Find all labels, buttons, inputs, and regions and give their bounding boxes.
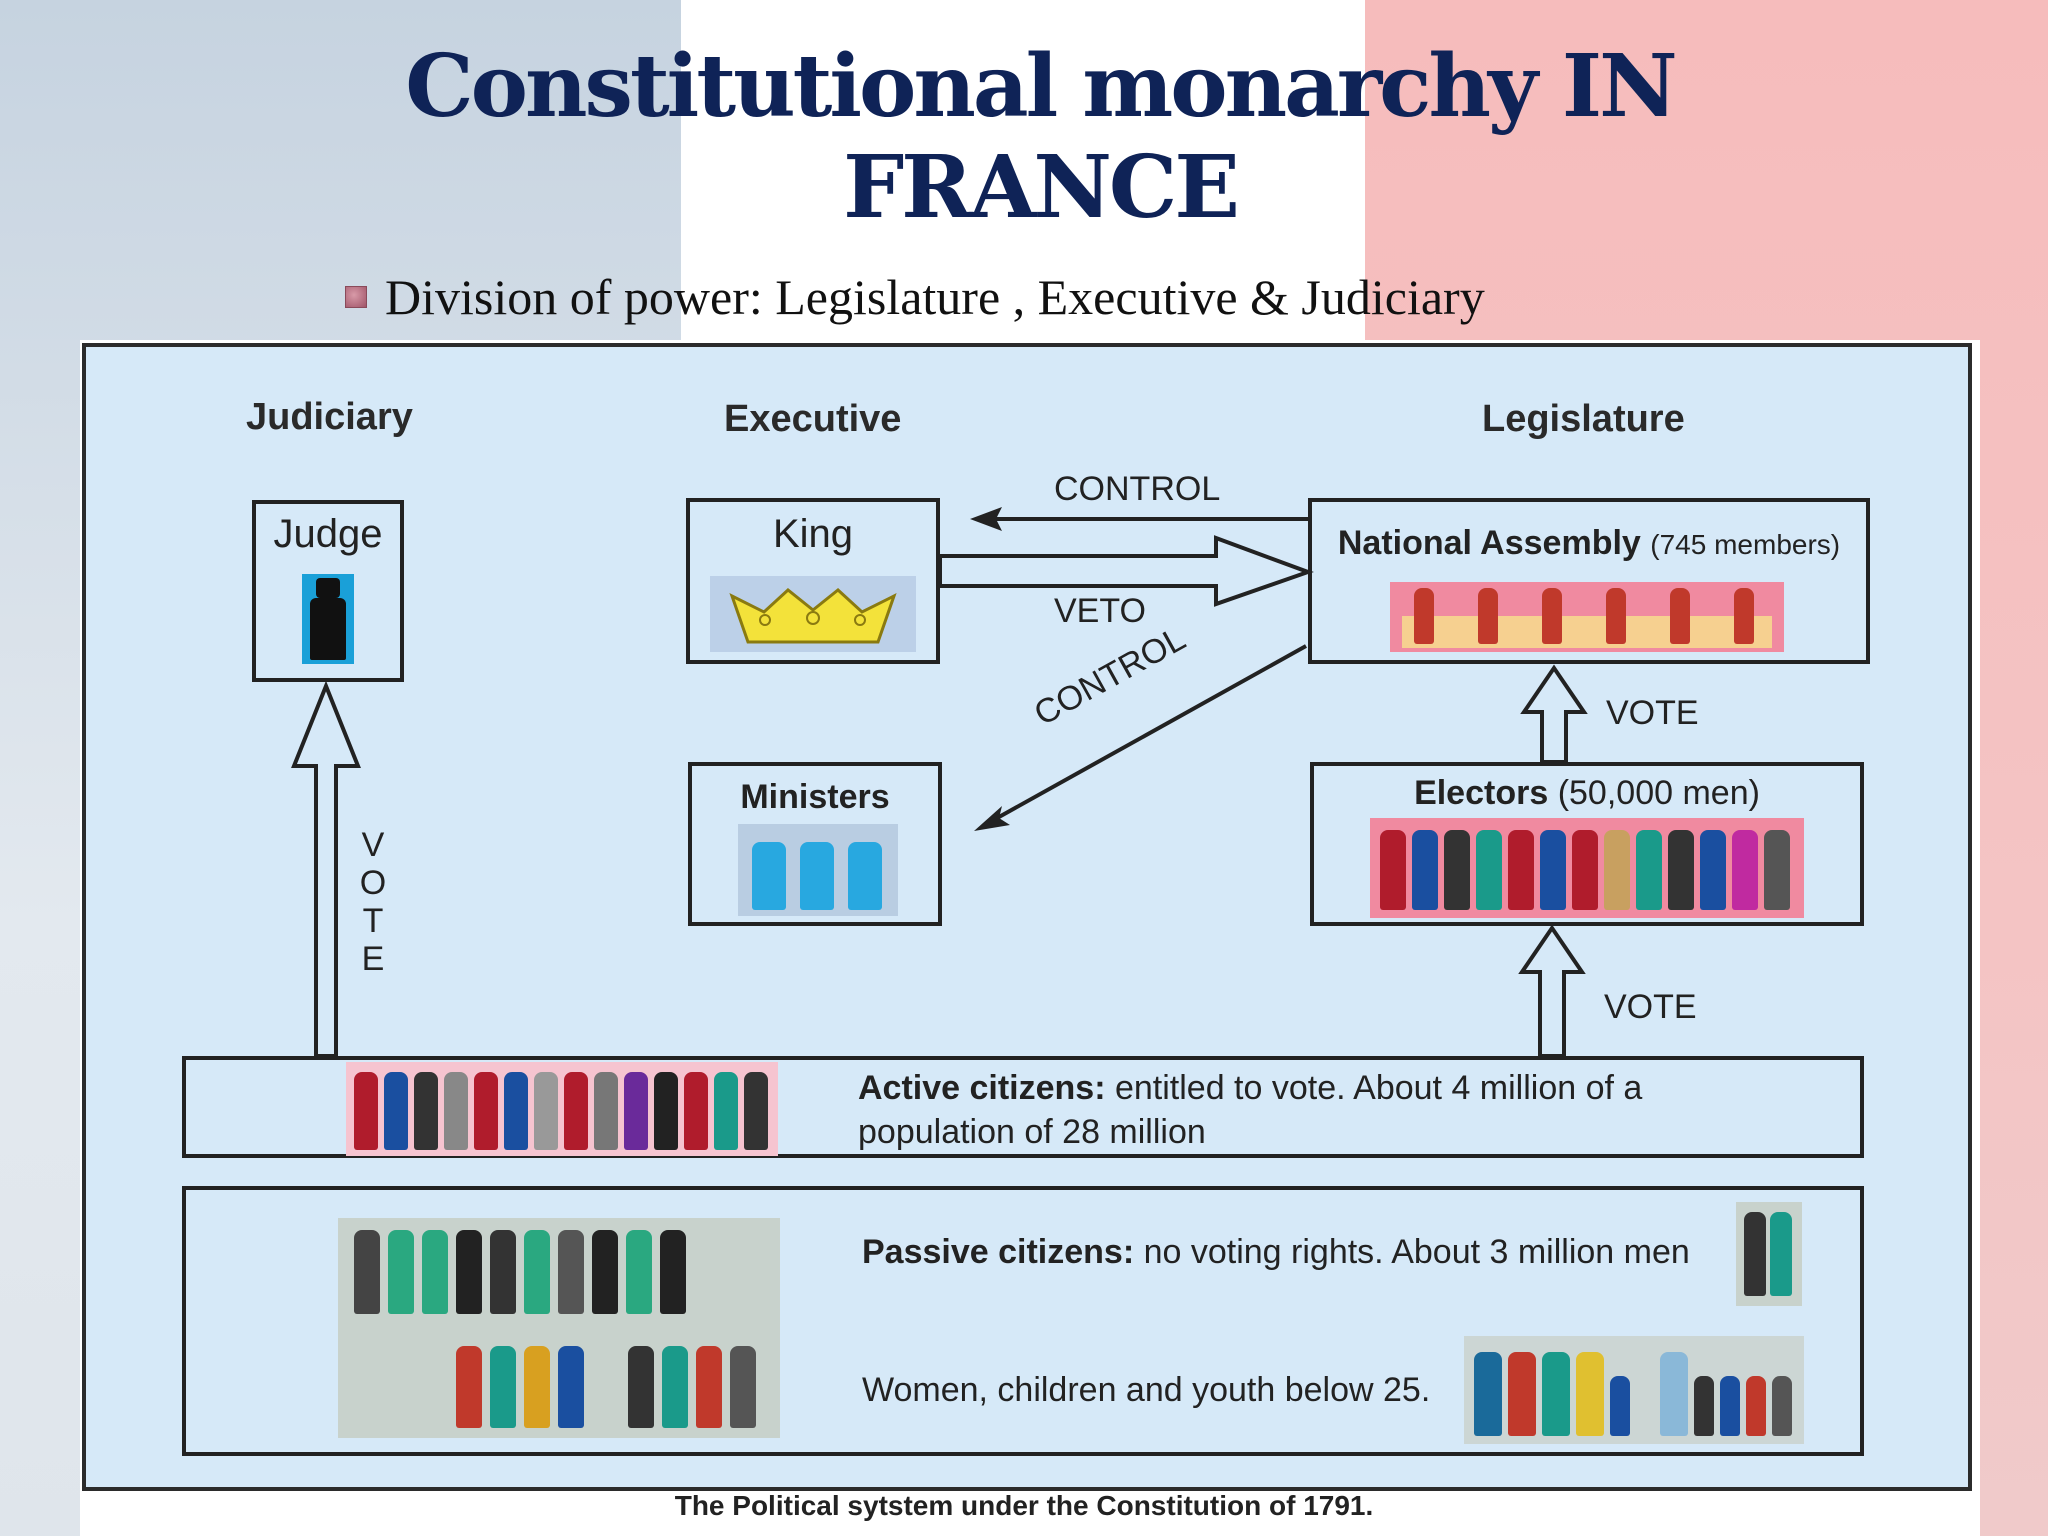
electors-note: (50,000 men) — [1557, 774, 1760, 812]
electors-box: Electors (50,000 men) — [1310, 762, 1864, 926]
assembly-members-icon — [1390, 582, 1784, 652]
electors-label: Electors — [1414, 774, 1549, 812]
national-assembly-title: National Assembly (745 members) — [1312, 524, 1866, 563]
bullet-text: Division of power: Legislature , Executi… — [385, 269, 1485, 325]
judiciary-heading: Judiciary — [246, 396, 413, 438]
electors-figures-icon — [1370, 818, 1804, 918]
active-citizens-box: Active citizens: entitled to vote. About… — [182, 1056, 1864, 1158]
ministers-label: Ministers — [740, 778, 890, 816]
king-box: King — [686, 498, 940, 664]
ministers-box: Ministers — [688, 762, 942, 926]
king-label: King — [772, 512, 854, 556]
vote-electors-label: VOTE — [1604, 988, 1697, 1026]
executive-heading: Executive — [724, 398, 902, 440]
active-citizens-text: Active citizens: entitled to vote. About… — [858, 1066, 1758, 1154]
national-assembly-note: (745 members) — [1650, 529, 1841, 560]
passive-citizens-text: Passive citizens: no voting rights. Abou… — [862, 1230, 1762, 1274]
bullet-item: Division of power: Legislature , Executi… — [345, 268, 1485, 326]
judge-label: Judge — [273, 512, 383, 556]
electors-title: Electors (50,000 men) — [1314, 774, 1860, 813]
figure-caption: The Political sytstem under the Constitu… — [674, 1490, 1374, 1521]
vote-assembly-label: VOTE — [1606, 694, 1699, 732]
vote-judge-label: VOTE — [359, 826, 387, 978]
active-citizens-line2: population of 28 million — [858, 1113, 1206, 1151]
national-assembly-label: National Assembly — [1337, 524, 1641, 562]
passive-citizens-label: Passive citizens: — [862, 1233, 1135, 1271]
active-citizens-line1: Active citizens: entitled to vote. About… — [858, 1069, 1642, 1107]
active-citizens-label: Active citizens: — [858, 1069, 1106, 1107]
passive-man-icon — [1736, 1202, 1802, 1306]
active-citizens-figures-icon — [346, 1062, 778, 1156]
women-children-figures-icon — [1464, 1336, 1804, 1444]
flag-white-band — [681, 0, 1365, 340]
judge-box: Judge — [252, 500, 404, 682]
judge-figure-icon — [302, 574, 354, 664]
active-citizens-desc: entitled to vote. About 4 million of a — [1105, 1069, 1643, 1107]
passive-citizens-box: Passive citizens: no voting rights. Abou… — [182, 1186, 1864, 1456]
control-top-label: CONTROL — [1054, 470, 1221, 508]
veto-label: VETO — [1054, 592, 1146, 630]
legislature-heading: Legislature — [1482, 398, 1685, 440]
passive-citizens-figures-icon — [338, 1218, 780, 1438]
crown-icon — [710, 576, 916, 652]
passive-citizens-desc: no voting rights. About 3 million men — [1134, 1233, 1690, 1271]
national-assembly-box: National Assembly (745 members) — [1308, 498, 1870, 664]
slide-title: Constitutional monarchy IN FRANCE — [405, 36, 1678, 238]
bullet-icon — [345, 286, 367, 308]
women-children-text: Women, children and youth below 25. — [862, 1371, 1431, 1409]
ministers-figures-icon — [738, 824, 898, 916]
